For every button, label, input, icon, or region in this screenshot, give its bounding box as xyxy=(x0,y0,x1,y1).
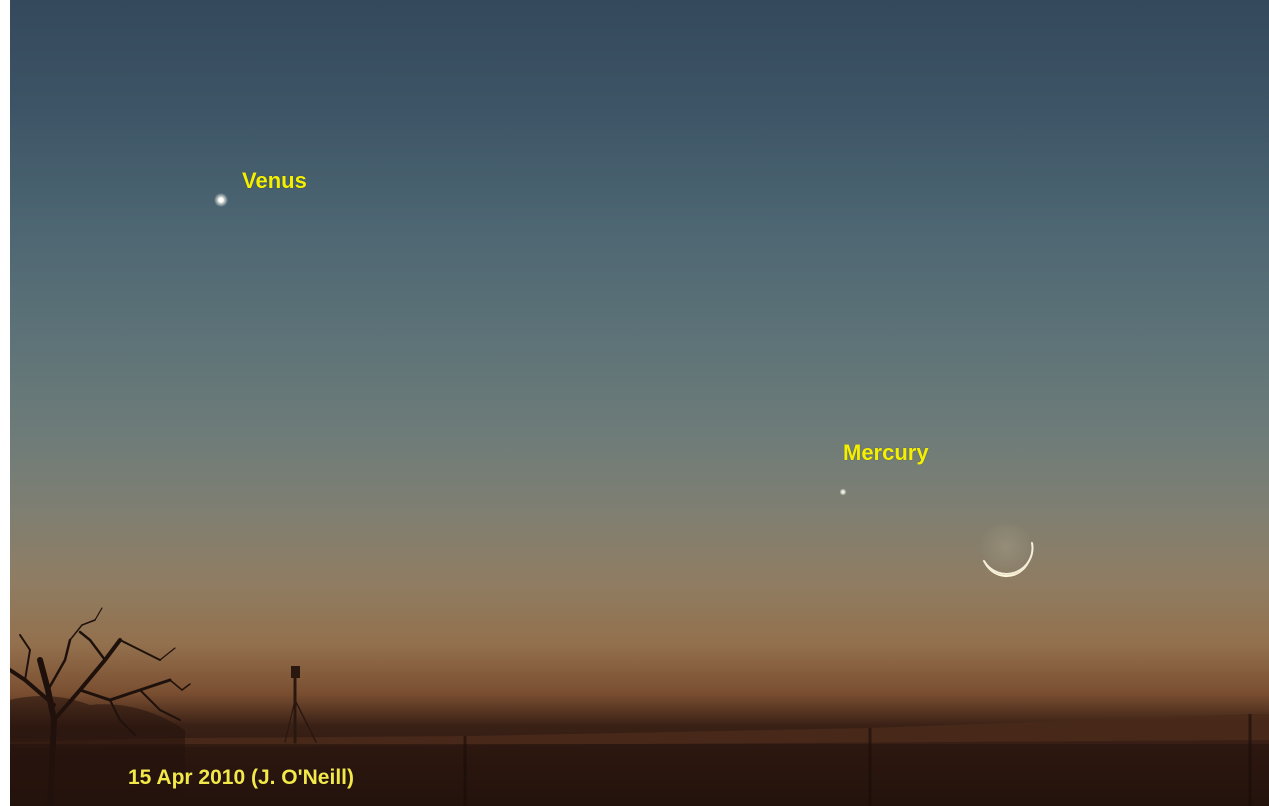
photo-caption: 15 Apr 2010 (J. O'Neill) xyxy=(128,766,354,789)
photo-scene xyxy=(10,193,1269,806)
tree-foliage xyxy=(10,696,185,806)
twilight-sky-photo xyxy=(10,0,1269,806)
utility-pole xyxy=(284,666,317,744)
mercury-label: Mercury xyxy=(843,440,929,465)
mercury-point xyxy=(839,488,847,496)
horizon-silhouette xyxy=(10,714,1269,806)
venus-label: Venus xyxy=(242,168,307,193)
crescent-moon xyxy=(980,521,1034,578)
venus-point xyxy=(214,193,228,207)
